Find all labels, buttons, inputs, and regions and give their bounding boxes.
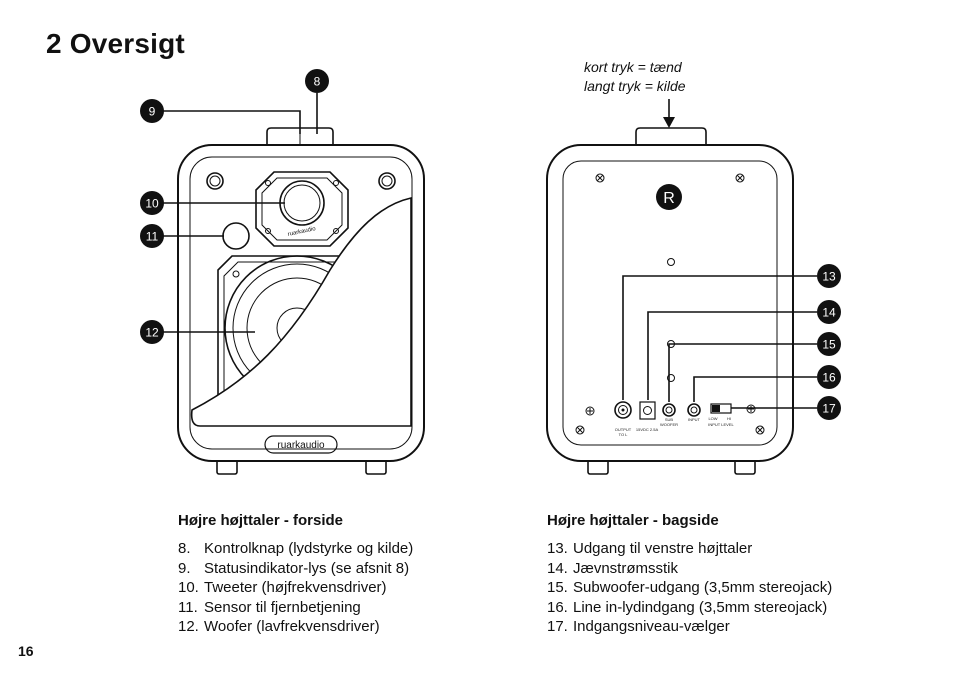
- front-screw-right: [378, 172, 396, 190]
- svg-text:15: 15: [822, 338, 836, 352]
- svg-text:9: 9: [149, 105, 156, 119]
- front-panel: [189, 156, 413, 450]
- list-item: 17.Indgangsniveau-vælger: [547, 618, 730, 635]
- badge-8: 8: [305, 69, 329, 93]
- back-foot-right: [734, 459, 756, 475]
- list-item: 13.Udgang til venstre højttaler: [547, 540, 753, 557]
- port-label-sub: SUB: [665, 417, 674, 422]
- port-label-input: INPUT: [688, 417, 701, 422]
- port-label-output: OUTPUT: [615, 427, 632, 432]
- front-caption-list: 8.Kontrolknap (lydstyrke og kilde) 9.Sta…: [178, 539, 413, 637]
- front-foot-left: [216, 459, 238, 475]
- port-label-hi: HI: [727, 416, 731, 421]
- tweeter-brand-text: ruarkaudio: [287, 226, 317, 238]
- back-caption-list: 13.Udgang til venstre højttaler 14.Jævns…: [547, 539, 832, 637]
- badge-10: 10: [140, 191, 164, 215]
- back-foot-left: [587, 459, 609, 475]
- svg-text:11: 11: [146, 230, 159, 244]
- list-item: 12.Woofer (lavfrekvensdriver): [178, 618, 380, 635]
- back-caption-heading: Højre højttaler - bagside: [547, 512, 719, 529]
- badge-9: 9: [140, 99, 164, 123]
- note-long-press: langt tryk = kilde: [584, 78, 686, 94]
- page-number: 16: [18, 643, 34, 659]
- list-item: 10.Tweeter (højfrekvensdriver): [178, 579, 387, 596]
- list-item: 9.Statusindikator-lys (se afsnit 8): [178, 559, 410, 577]
- badge-12: 12: [140, 320, 164, 344]
- svg-text:16: 16: [822, 371, 836, 385]
- back-cabinet: [546, 144, 794, 462]
- front-brand-plate: [264, 435, 338, 454]
- back-panel: [562, 160, 778, 446]
- list-item: 15.Subwoofer-udgang (3,5mm stereojack): [547, 579, 833, 596]
- front-caption-heading: Højre højttaler - forside: [178, 512, 344, 529]
- port-label-level: INPUT LEVEL: [708, 422, 734, 427]
- front-foot-right: [365, 459, 387, 475]
- back-caption: Højre højttaler - bagside 13.Udgang til …: [547, 512, 832, 637]
- list-item: 8.Kontrolknap (lydstyrke og kilde): [178, 540, 414, 557]
- back-speaker: [546, 127, 794, 475]
- port-label-output2: TO L: [619, 432, 629, 437]
- badge-15: 15: [817, 332, 841, 356]
- back-control-knob: [635, 127, 707, 145]
- svg-text:17: 17: [822, 402, 836, 416]
- front-grille: [190, 196, 412, 427]
- badge-16: 16: [817, 365, 841, 389]
- badge-11: 11: [140, 224, 164, 248]
- svg-text:10: 10: [145, 197, 159, 211]
- list-item: 14.Jævnstrømsstik: [547, 559, 678, 577]
- line-in-port: [687, 403, 701, 417]
- page-title: 2 Oversigt: [46, 28, 185, 59]
- output-port: [614, 401, 632, 419]
- svg-text:14: 14: [822, 306, 836, 320]
- list-item: 16.Line in-lydindgang (3,5mm stereojack): [547, 598, 828, 616]
- callout-lines: [163, 93, 817, 409]
- svg-text:12: 12: [145, 326, 159, 340]
- dc-jack: [639, 401, 656, 420]
- front-screw-left: [206, 172, 224, 190]
- note-short-press: kort tryk = tænd: [584, 59, 682, 75]
- front-speaker: [177, 127, 425, 475]
- badge-17: 17: [817, 396, 841, 420]
- front-caption: Højre højttaler - forside 8.Kontrolknap …: [178, 512, 413, 637]
- list-item: 11.Sensor til fjernbetjening: [178, 598, 361, 616]
- badge-13: 13: [817, 264, 841, 288]
- badge-14: 14: [817, 300, 841, 324]
- port-label-sub2: WOOFER: [660, 422, 678, 427]
- front-brand-text: ruarkaudio: [277, 440, 325, 451]
- control-note: kort tryk = tænd langt tryk = kilde: [584, 58, 686, 96]
- channel-badge: R: [656, 184, 682, 210]
- svg-text:8: 8: [314, 75, 321, 89]
- port-label-dc: 15VDC 2.5A: [636, 427, 659, 432]
- svg-text:13: 13: [822, 270, 836, 284]
- subwoofer-port: [662, 403, 676, 417]
- port-label-low: LOW: [708, 416, 717, 421]
- channel-mark: R: [663, 190, 675, 207]
